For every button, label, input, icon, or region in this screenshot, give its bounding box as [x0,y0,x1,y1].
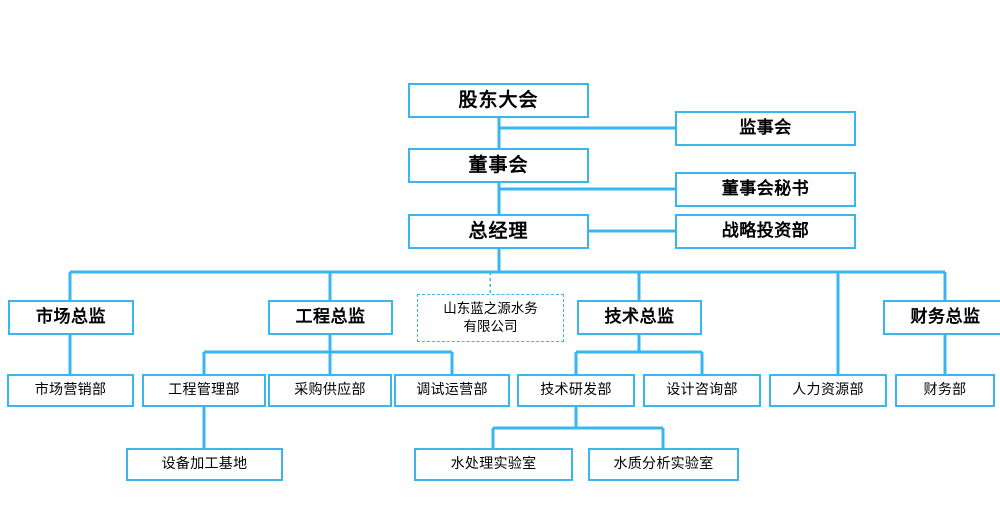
node-tech-rd-dept[interactable]: 技术研发部 [517,374,635,407]
node-design-consulting-dept[interactable]: 设计咨询部 [643,374,761,407]
node-label: 市场总监 [36,307,106,328]
node-engineering-director[interactable]: 工程总监 [268,300,393,335]
node-label: 监事会 [739,118,792,139]
node-label: 财务部 [923,382,967,399]
node-label: 设备加工基地 [161,456,248,473]
node-strategic-investment-dept[interactable]: 战略投资部 [675,214,856,249]
node-board-of-supervisors[interactable]: 监事会 [675,111,856,146]
node-label: 采购供应部 [294,382,366,399]
node-hr-dept[interactable]: 人力资源部 [769,374,887,407]
node-finance-dept[interactable]: 财务部 [895,374,995,407]
node-label: 技术总监 [604,307,675,328]
node-label: 战略投资部 [721,221,810,242]
node-label: 总经理 [468,220,529,243]
node-label: 财务总监 [910,307,981,328]
node-finance-director[interactable]: 财务总监 [883,300,1000,335]
node-label: 工程总监 [295,307,366,328]
node-company-tag: 山东蓝之源水务 有限公司 [417,294,564,342]
node-label: 董事会秘书 [721,179,810,200]
node-general-manager[interactable]: 总经理 [408,214,589,249]
node-label: 工程管理部 [168,382,240,399]
node-label: 市场营销部 [34,382,107,399]
node-label: 股东大会 [458,89,539,112]
node-label: 设计咨询部 [666,382,738,399]
node-marketing-director[interactable]: 市场总监 [8,300,134,335]
node-label: 人力资源部 [792,382,864,399]
node-board-secretary[interactable]: 董事会秘书 [675,172,856,207]
node-shareholders-meeting[interactable]: 股东大会 [408,83,589,118]
node-label: 调试运营部 [416,382,488,399]
node-marketing-dept[interactable]: 市场营销部 [7,374,134,407]
node-label: 水质分析实验室 [613,456,714,473]
node-label: 技术研发部 [540,382,612,399]
node-board-of-directors[interactable]: 董事会 [408,148,589,183]
node-equipment-base[interactable]: 设备加工基地 [126,448,283,481]
node-label: 水处理实验室 [450,456,537,473]
node-label: 董事会 [468,154,529,177]
node-water-treatment-lab[interactable]: 水处理实验室 [414,448,573,481]
node-technical-director[interactable]: 技术总监 [577,300,702,335]
node-water-quality-lab[interactable]: 水质分析实验室 [588,448,739,481]
node-commissioning-ops-dept[interactable]: 调试运营部 [394,374,510,407]
node-purchasing-supply-dept[interactable]: 采购供应部 [268,374,392,407]
node-engineering-mgmt-dept[interactable]: 工程管理部 [142,374,266,407]
company-tag-label: 山东蓝之源水务 有限公司 [443,300,538,335]
